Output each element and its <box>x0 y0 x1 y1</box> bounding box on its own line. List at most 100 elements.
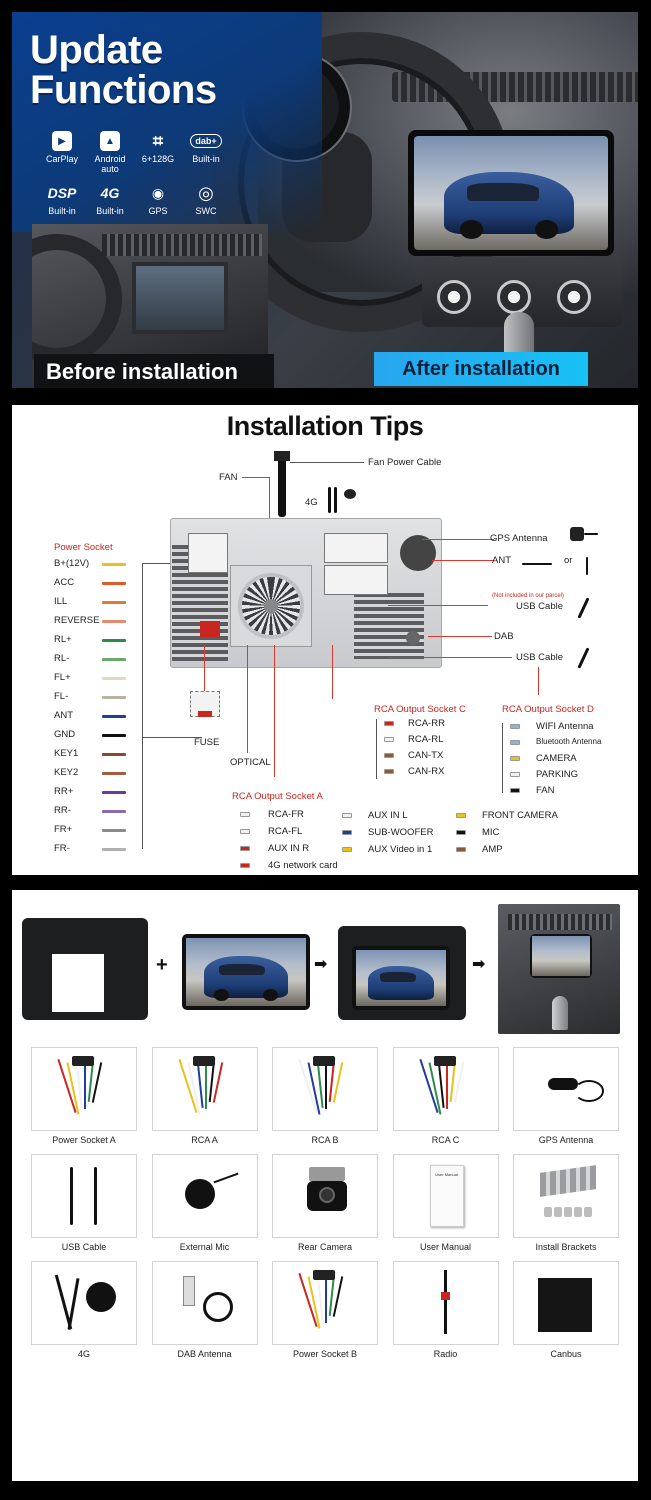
cooling-fan <box>238 573 304 639</box>
power-pin-label: FR- <box>54 843 70 854</box>
gps-antenna-label: GPS Antenna <box>490 533 548 544</box>
4g-icon: 4G <box>100 185 120 201</box>
rca-a3-item: AMP <box>482 844 503 855</box>
fan-power-cable <box>278 457 286 517</box>
power-pin-label: FL+ <box>54 672 71 683</box>
accessory-card <box>31 1047 137 1131</box>
rca-a2-item: AUX IN L <box>368 810 408 821</box>
rca-cable-icon <box>394 1048 498 1130</box>
wire-swatch <box>102 639 126 642</box>
fan-label: FAN <box>219 472 238 483</box>
accessory-card <box>272 1261 378 1345</box>
accessory-label: Install Brackets <box>535 1242 597 1252</box>
installation-tips-title: Installation Tips <box>226 411 424 441</box>
rca-plug <box>384 721 394 726</box>
arrow-right-icon: ➡ <box>472 956 486 973</box>
feature-storage: ⌗ 6+128G <box>141 130 175 165</box>
rca-a2-item: SUB-WOOFER <box>368 827 434 838</box>
dab-label: DAB <box>494 631 514 642</box>
plus-icon: + <box>156 954 168 976</box>
arrow-right-icon: ➡ <box>314 956 328 973</box>
accessory-card <box>151 1261 258 1345</box>
climate-knob-center <box>497 280 531 314</box>
rca-plug <box>240 829 250 834</box>
manual-icon: User Manual <box>394 1155 498 1237</box>
rca-plug <box>510 740 520 745</box>
wire-swatch <box>102 829 126 832</box>
rca-plug <box>342 847 352 852</box>
accessory-card <box>392 1047 499 1131</box>
feature-4g: 4G Built-in <box>96 185 124 216</box>
harness-icon <box>32 1048 136 1130</box>
wire-swatch <box>102 696 126 699</box>
power-pin-label: KEY2 <box>54 767 79 778</box>
wire-swatch <box>102 715 126 718</box>
fan-power-cable-label: Fan Power Cable <box>368 457 442 468</box>
accessory-card <box>31 1261 137 1345</box>
wire-swatch <box>102 582 126 585</box>
android-auto-icon: ▲ <box>100 131 120 151</box>
ant-label: ANT <box>492 555 511 566</box>
power-pin-label: RR- <box>54 805 71 816</box>
or-label: or <box>564 555 573 566</box>
dab-antenna-icon <box>153 1262 257 1344</box>
feature-dab: dab+ Built-in <box>190 134 222 164</box>
accessory-label: DAB Antenna <box>177 1349 232 1359</box>
rca-c-item: CAN-RX <box>408 766 445 777</box>
head-unit-screen <box>408 130 614 256</box>
rca-a3-item: FRONT CAMERA <box>482 810 558 821</box>
climate-knob-left <box>437 280 471 314</box>
accessory-label: Canbus <box>550 1349 582 1359</box>
swc-icon: ◎ <box>198 182 214 203</box>
wire-swatch <box>102 734 126 737</box>
4g-label: 4G <box>305 497 318 508</box>
feature-android-auto: ▲ Android auto <box>86 130 134 174</box>
usb-cable-label-1: USB Cable <box>516 601 563 612</box>
power-pin-label: FL- <box>54 691 69 702</box>
rca-plug <box>456 830 466 835</box>
feature-dsp: DSP Built-in <box>47 185 77 216</box>
rca-plug <box>510 724 520 729</box>
wire-swatch <box>102 810 126 813</box>
canbus-icon <box>514 1262 618 1344</box>
dsp-icon: DSP <box>47 185 77 201</box>
accessory-label: RCA B <box>311 1135 339 1145</box>
power-pin-label: RL+ <box>54 634 72 645</box>
rca-c-item: RCA-RL <box>408 734 444 745</box>
rca-a-item: 4G network card <box>268 860 338 871</box>
power-connector <box>188 533 228 573</box>
power-pin-label: FR+ <box>54 824 73 835</box>
accessory-card <box>151 1154 258 1238</box>
accessory-label: Radio <box>433 1349 458 1359</box>
wire-swatch <box>102 677 126 680</box>
accessory-card: User Manual <box>392 1154 499 1238</box>
rca-plug <box>240 846 250 851</box>
rca-plug <box>510 788 520 793</box>
accessory-label: RCA A <box>191 1135 218 1145</box>
power-pin-label: B+(12V) <box>54 558 90 569</box>
chip-icon: ⌗ <box>152 130 164 151</box>
power-pin-label: ANT <box>54 710 73 721</box>
rca-plug <box>510 756 520 761</box>
rca-plug <box>384 737 394 742</box>
rca-plug <box>456 813 466 818</box>
camera-icon <box>273 1155 377 1237</box>
climate-knob-right <box>557 280 591 314</box>
radio-cable-icon <box>394 1262 498 1344</box>
after-installation-label: After installation <box>374 352 588 386</box>
dab-icon: dab+ <box>190 134 222 148</box>
accessory-label: Rear Camera <box>297 1242 353 1252</box>
rca-c-title: RCA Output Socket C <box>374 704 466 715</box>
accessory-card <box>392 1261 499 1345</box>
rca-d-item: FAN <box>536 785 555 796</box>
wire-swatch <box>102 601 126 604</box>
power-pin-label: REVERSE <box>54 615 100 626</box>
accessory-card <box>272 1154 378 1238</box>
installation-tips-panel: Installation Tips Fan Power Cable FAN 4G… <box>12 405 638 875</box>
rca-d-item: CAMERA <box>536 753 577 764</box>
feature-gps: ◉ GPS <box>148 184 168 217</box>
accessory-label: USB Cable <box>61 1242 107 1252</box>
